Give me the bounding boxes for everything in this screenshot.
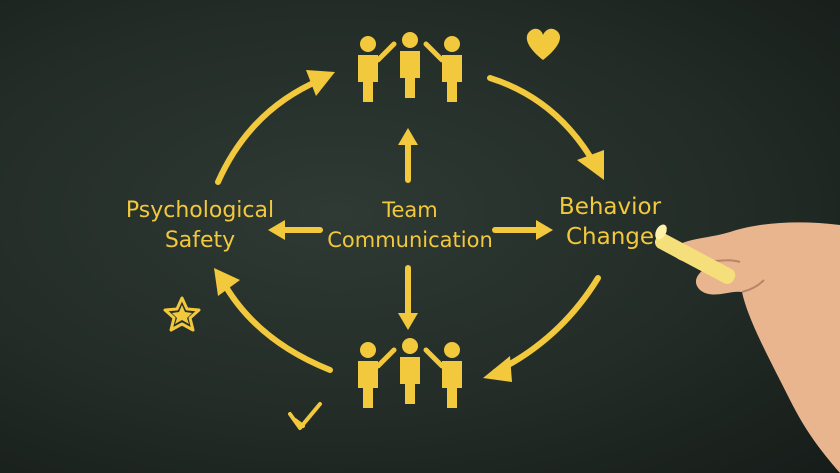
star-icon <box>163 296 201 332</box>
node-behavior-change: Behavior Change <box>540 192 680 252</box>
node-label-line: Communication <box>327 228 493 252</box>
node-label-line: Change <box>565 224 655 250</box>
node-label-line: Team <box>382 198 438 222</box>
cycle-arrow-left-to-top <box>215 77 323 185</box>
heart-icon <box>526 28 561 60</box>
node-team-communication: Team Communication <box>325 195 495 255</box>
checkmark-icon <box>288 402 322 430</box>
cycle-arrow-right-to-bottom <box>492 275 601 375</box>
cycle-arrow-top-to-right <box>487 75 601 173</box>
chalk-icon <box>654 224 736 284</box>
people-group-icon <box>358 32 462 102</box>
node-label-line: Safety <box>164 228 236 253</box>
node-label-line: Behavior <box>558 194 662 220</box>
node-psychological-safety: Psychological Safety <box>120 196 280 256</box>
node-label-line: Psychological <box>125 198 275 223</box>
cycle-arrow-bottom-to-left <box>219 277 333 373</box>
people-group-icon <box>358 338 462 408</box>
